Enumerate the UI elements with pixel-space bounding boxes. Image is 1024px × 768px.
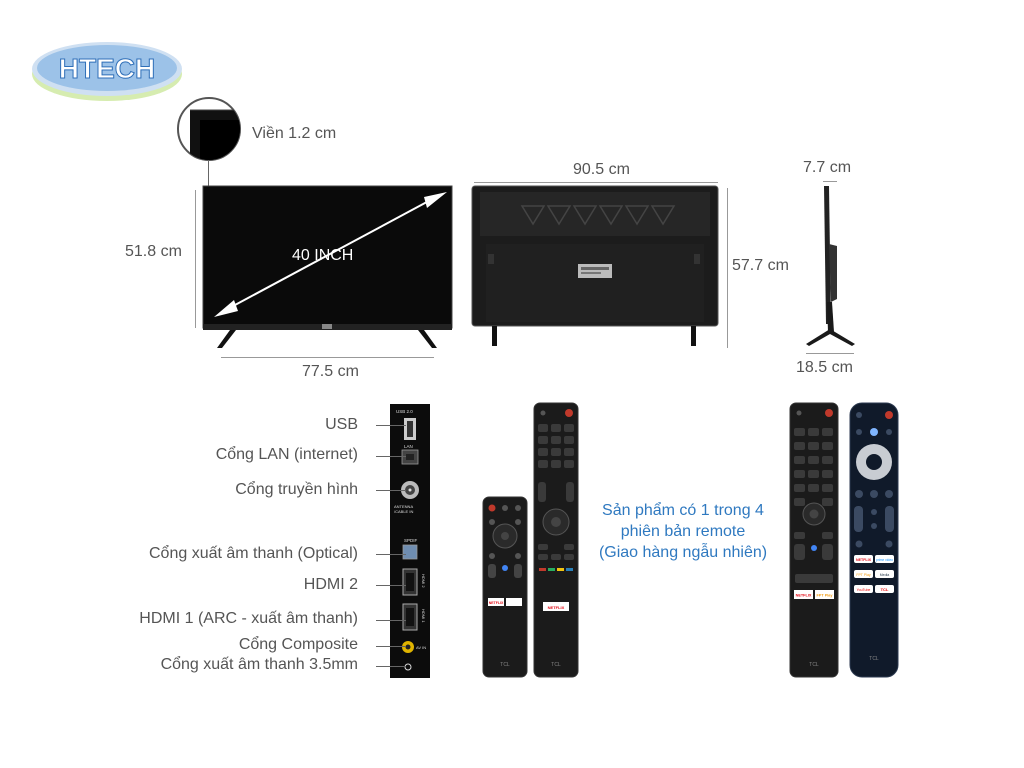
svg-text:NETFLIX: NETFLIX [856,558,872,562]
stand-depth-line [806,353,854,354]
port-panel: USB 2.0 LAN ANTENNA /CABLE IN SPDIF HDMI… [390,404,430,678]
port-line-antenna [376,490,406,491]
back-height-label: 57.7 cm [732,257,789,274]
tv-side-image [802,184,862,350]
front-height-label: 51.8 cm [125,243,182,260]
svg-text:TCL: TCL [551,662,561,668]
port-label-composite: Cổng Composite [238,636,358,653]
side-depth-label: 7.7 cm [803,159,852,176]
tv-front-image [200,184,455,352]
remote-note-line1: Sản phẩm có 1 trong 4 [602,502,764,519]
front-width-label: 77.5 cm [302,363,359,380]
port-label-antenna: Cổng truyền hình [235,481,358,498]
svg-text:/CABLE IN: /CABLE IN [394,509,413,514]
back-height-line [727,188,728,348]
svg-text:NETFLIX: NETFLIX [489,601,504,605]
port-line-usb [376,425,406,426]
remote-google: NETFLIX prime video FPT Play Media YouTu… [849,402,899,678]
svg-text:FPT Play: FPT Play [856,573,871,577]
side-depth-line [823,181,837,182]
screen-size-label: 40 INCH [292,247,354,264]
remote-note-line2: phiên bản remote [620,523,746,540]
port-label-optical: Cổng xuất âm thanh (Optical) [149,545,358,562]
svg-text:SPDIF: SPDIF [404,538,418,543]
port-line-hdmi2 [376,585,406,586]
svg-text:Media: Media [880,573,890,577]
port-line-composite [376,646,406,647]
remote-short: NETFLIX TCL [482,496,528,678]
bezel-leader-line [208,160,209,186]
logo-text: HTECH [59,53,155,84]
port-label-usb: USB [325,416,358,433]
remote-fpt: NETFLIX FPT Play TCL [789,402,839,678]
port-label-lan: Cổng LAN (internet) [215,446,358,463]
svg-text:TCL: TCL [809,662,819,668]
svg-text:AV IN: AV IN [416,645,426,650]
svg-text:YouTube: YouTube [857,588,871,592]
htech-logo: HTECH [30,38,185,104]
remote-version-note: Sản phẩm có 1 trong 4 phiên bản remote (… [583,500,783,563]
port-label-audio-35mm: Cổng xuất âm thanh 3.5mm [160,656,358,673]
bezel-label: Viền 1.2 cm [252,125,337,142]
svg-text:TCL: TCL [869,656,879,662]
svg-text:ANTENNA: ANTENNA [394,504,413,509]
svg-text:NETFLIX: NETFLIX [548,605,565,610]
remote-note-line3: (Giao hàng ngẫu nhiên) [598,544,768,561]
bezel-detail-circle [176,96,242,162]
tv-back-image [470,184,720,348]
svg-text:HDMI 1: HDMI 1 [421,609,426,623]
svg-text:FPT Play: FPT Play [816,594,833,598]
port-label-hdmi2: HDMI 2 [303,576,358,593]
stand-depth-label: 18.5 cm [796,359,853,376]
port-line-optical [376,554,406,555]
svg-text:prime video: prime video [876,558,893,562]
svg-text:HDMI 2: HDMI 2 [421,574,426,588]
back-width-label: 90.5 cm [573,161,630,178]
back-width-line [474,182,718,183]
svg-text:NETFLIX: NETFLIX [796,594,812,598]
svg-text:TCL: TCL [500,662,510,668]
svg-text:TCL: TCL [881,587,889,592]
front-width-line [221,357,434,358]
port-line-hdmi1 [376,620,406,621]
port-line-audio-35mm [376,666,406,667]
port-line-lan [376,456,406,457]
svg-text:LAN: LAN [404,444,413,449]
remote-numeric: NETFLIX TCL [533,402,579,678]
port-label-hdmi1: HDMI 1 (ARC - xuất âm thanh) [139,610,358,627]
front-height-line [195,190,196,328]
svg-text:USB 2.0: USB 2.0 [396,409,413,414]
